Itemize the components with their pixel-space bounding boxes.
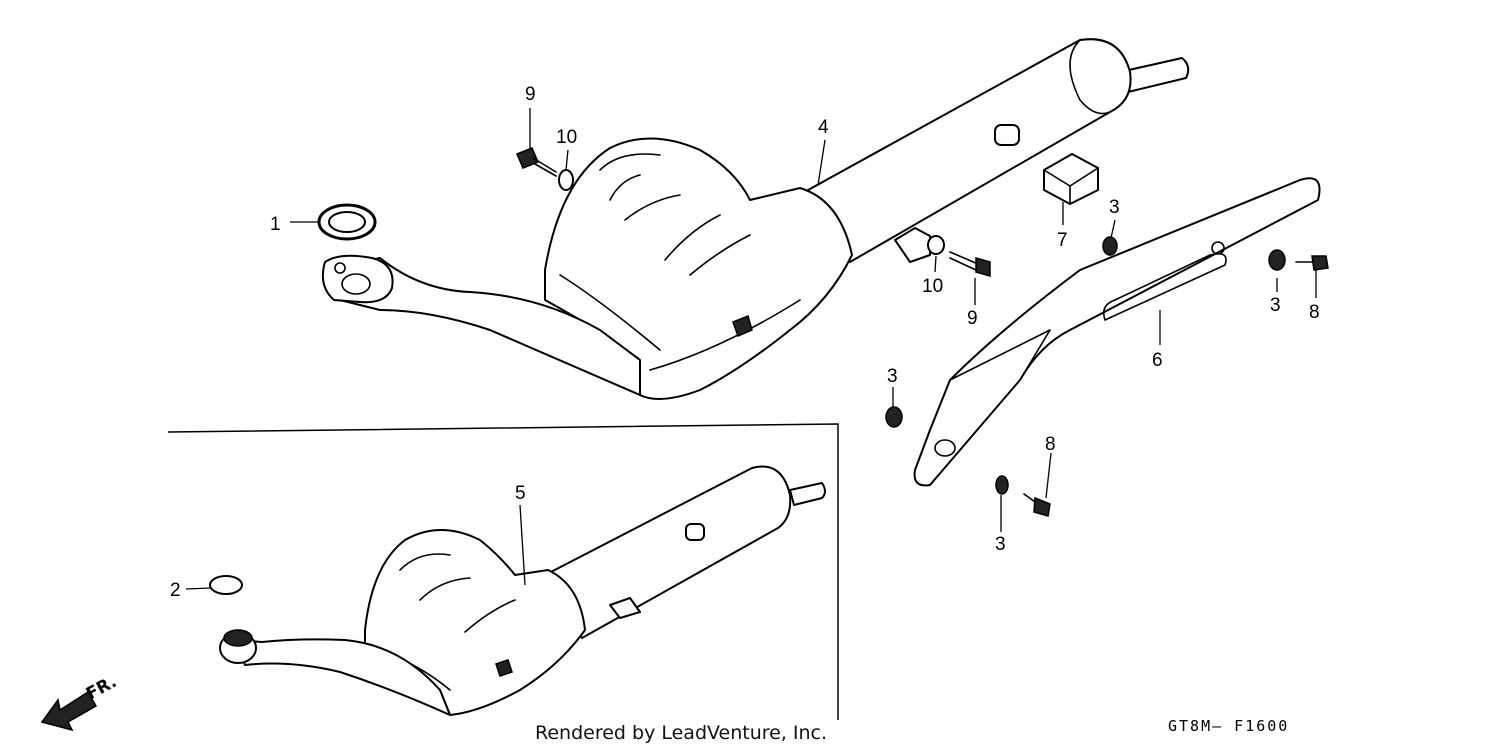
gasket-ring-small[interactable] — [209, 575, 243, 595]
callout-8-lower: 8 — [1045, 434, 1056, 455]
callout-6: 6 — [1152, 350, 1163, 371]
nut-3c[interactable] — [885, 406, 903, 428]
callout-4: 4 — [818, 117, 829, 138]
callout-10-top: 10 — [556, 127, 577, 148]
callout-9-lower: 9 — [967, 308, 978, 329]
callout-5: 5 — [515, 483, 526, 504]
bolt-8b[interactable] — [1023, 493, 1051, 517]
callout-8-right: 8 — [1309, 302, 1320, 323]
callout-3-left: 3 — [887, 366, 898, 387]
bolt-lower[interactable] — [949, 251, 991, 277]
muffler-assembly-variant[interactable] — [219, 465, 826, 716]
inset-box-frame — [167, 423, 839, 720]
callout-3-upper: 3 — [1109, 197, 1120, 218]
callout-2: 2 — [170, 580, 181, 601]
rubber-block[interactable] — [1043, 153, 1099, 205]
callout-9-top: 9 — [525, 84, 536, 105]
leader-lines — [185, 108, 1317, 590]
bolt-upper[interactable] — [516, 147, 557, 177]
callout-3-right: 3 — [1270, 295, 1281, 316]
front-direction-arrow-icon — [40, 690, 98, 732]
muffler-protector[interactable] — [913, 177, 1321, 487]
render-credit: Rendered by LeadVenture, Inc. — [535, 722, 827, 744]
bolt-8a[interactable] — [1295, 255, 1329, 271]
washer-lower[interactable] — [927, 235, 945, 255]
callout-7: 7 — [1057, 230, 1068, 251]
diagram-code: GT8M– F1600 — [1168, 717, 1289, 735]
callout-3-lower: 3 — [995, 534, 1006, 555]
washer-upper[interactable] — [558, 169, 574, 191]
nut-3a[interactable] — [1102, 236, 1118, 256]
nut-3d[interactable] — [995, 475, 1009, 495]
muffler-assembly-main[interactable] — [321, 38, 1190, 400]
gasket-ring-large[interactable] — [317, 203, 377, 241]
callout-1: 1 — [270, 214, 281, 235]
callout-10-lower: 10 — [922, 276, 943, 297]
nut-3b[interactable] — [1268, 249, 1286, 271]
